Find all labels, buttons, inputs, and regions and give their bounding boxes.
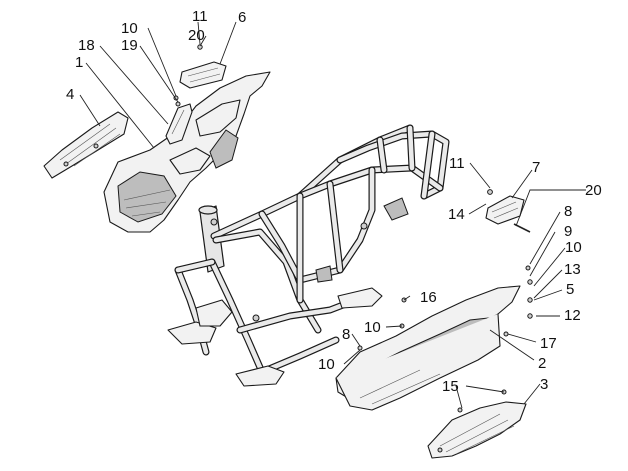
part-top-cover (179, 61, 227, 89)
callout-10-center: 10 (364, 319, 381, 336)
part-main-frame (167, 124, 450, 387)
part-rear-bracket (485, 189, 525, 225)
callout-labels: 11 6 20 10 18 19 1 4 11 7 20 14 8 9 10 1… (66, 8, 602, 395)
callout-20-right: 20 (585, 182, 602, 199)
callout-11-right: 11 (449, 155, 465, 172)
callout-6: 6 (238, 9, 246, 26)
callout-16: 16 (420, 289, 437, 306)
part-side-shield-left (43, 111, 129, 179)
callout-5: 5 (566, 281, 574, 298)
callout-19: 19 (121, 37, 138, 54)
callout-2: 2 (538, 355, 546, 372)
callout-11-top: 11 (192, 8, 208, 25)
callout-10-right: 10 (565, 239, 582, 256)
callout-10-top: 10 (121, 20, 138, 37)
part-floor-plate (427, 401, 527, 459)
callout-3: 3 (540, 376, 548, 393)
callout-12: 12 (564, 307, 581, 324)
part-side-panel-right (335, 285, 521, 411)
callout-8-center: 8 (342, 326, 350, 343)
callout-18: 18 (78, 37, 95, 54)
part-leg-shield (103, 71, 271, 233)
callout-20-top: 20 (188, 27, 205, 44)
callout-4: 4 (66, 86, 74, 103)
callout-10-lower: 10 (318, 356, 335, 373)
callout-8-right: 8 (564, 203, 572, 220)
leader-lines (79, 21, 586, 409)
callout-7: 7 (532, 159, 540, 176)
callout-14: 14 (448, 206, 465, 223)
callout-13: 13 (564, 261, 581, 278)
callout-17: 17 (540, 335, 557, 352)
callout-9: 9 (564, 223, 572, 240)
callout-1: 1 (75, 54, 83, 71)
callout-15: 15 (442, 378, 459, 395)
part-glovebox-door (165, 103, 193, 145)
